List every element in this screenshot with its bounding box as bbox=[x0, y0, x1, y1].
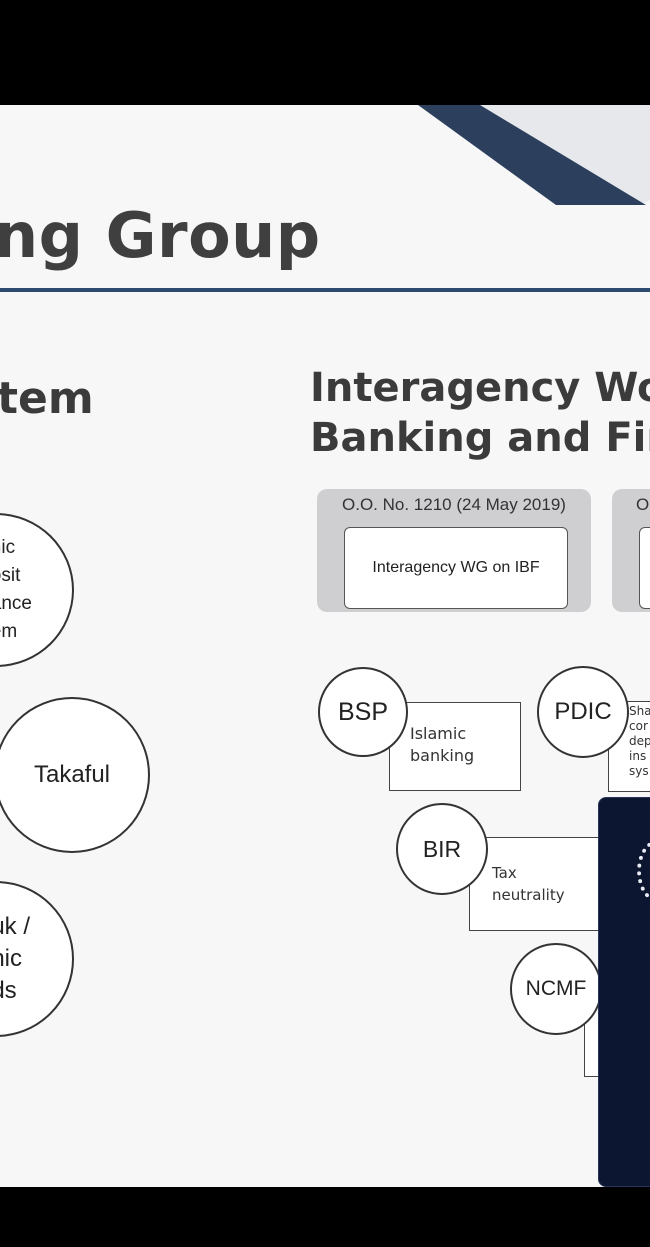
bir-role-box: Tax neutrality bbox=[469, 837, 609, 931]
slide-title: ng Group bbox=[0, 199, 321, 272]
sukuk-circle: uk / nic ds bbox=[0, 881, 74, 1037]
office-order-2-title: O bbox=[636, 495, 650, 514]
office-order-1-box: Interagency WG on IBF bbox=[344, 527, 568, 609]
right-section-heading: Interagency Wo Banking and Fin bbox=[310, 363, 650, 463]
deposit-line-4: em bbox=[0, 621, 18, 642]
bottom-letterbox-bar bbox=[0, 1187, 650, 1247]
bsp-role-box: Islamic banking bbox=[389, 702, 521, 791]
deposit-insurance-circle: nic osit ance em bbox=[0, 513, 74, 667]
bsp-label: BSP bbox=[337, 697, 389, 726]
pdic-role-box: Sha cor dep ins sys bbox=[608, 701, 650, 792]
ncmf-label: NCMF bbox=[525, 977, 587, 1000]
office-order-panel-1: O.O. No. 1210 (24 May 2019) Interagency … bbox=[317, 489, 591, 612]
office-order-2-box bbox=[639, 527, 650, 609]
slide-decoration bbox=[418, 105, 650, 205]
pdic-role-line-2: cor bbox=[629, 719, 648, 733]
takaful-circle: Takaful bbox=[0, 697, 150, 853]
deposit-line-1: nic bbox=[0, 537, 16, 558]
bsp-circle: BSP bbox=[318, 667, 408, 757]
bir-circle: BIR bbox=[396, 803, 488, 895]
pdic-role-line-1: Sha bbox=[629, 704, 650, 718]
bsp-role-line-1: Islamic bbox=[410, 724, 467, 743]
left-section-heading: tem bbox=[0, 373, 94, 424]
office-order-panel-2: O bbox=[612, 489, 650, 612]
pdic-role-line-5: sys bbox=[629, 764, 649, 778]
office-order-1-label: Interagency WG on IBF bbox=[372, 559, 540, 576]
bir-label: BIR bbox=[422, 835, 462, 862]
deposit-line-3: ance bbox=[0, 593, 32, 614]
presentation-slide: ng Group tem Interagency Wo Banking and … bbox=[0, 105, 650, 1187]
takaful-label: Takaful bbox=[33, 761, 111, 788]
title-divider bbox=[0, 288, 650, 292]
bir-role-line-2: neutrality bbox=[492, 886, 565, 904]
bsp-role-line-2: banking bbox=[410, 746, 475, 765]
seal-emblem-icon bbox=[637, 840, 650, 902]
pdic-role-line-4: ins bbox=[629, 749, 647, 763]
right-heading-line-2: Banking and Fin bbox=[310, 415, 650, 461]
pdic-role-line-3: dep bbox=[629, 734, 650, 748]
ncmf-circle: NCMF bbox=[510, 943, 602, 1035]
right-heading-line-1: Interagency Wo bbox=[310, 365, 650, 411]
pdic-circle: PDIC bbox=[537, 666, 629, 758]
sukuk-line-2: nic bbox=[0, 945, 22, 972]
sukuk-line-3: ds bbox=[0, 977, 17, 1004]
pdic-label: PDIC bbox=[554, 698, 612, 725]
sukuk-line-1: uk / bbox=[0, 913, 30, 940]
office-order-1-title: O.O. No. 1210 (24 May 2019) bbox=[342, 495, 566, 514]
deposit-line-2: osit bbox=[0, 565, 21, 586]
bir-role-line-1: Tax bbox=[492, 864, 517, 882]
participant-video-thumbnail[interactable] bbox=[598, 797, 650, 1187]
